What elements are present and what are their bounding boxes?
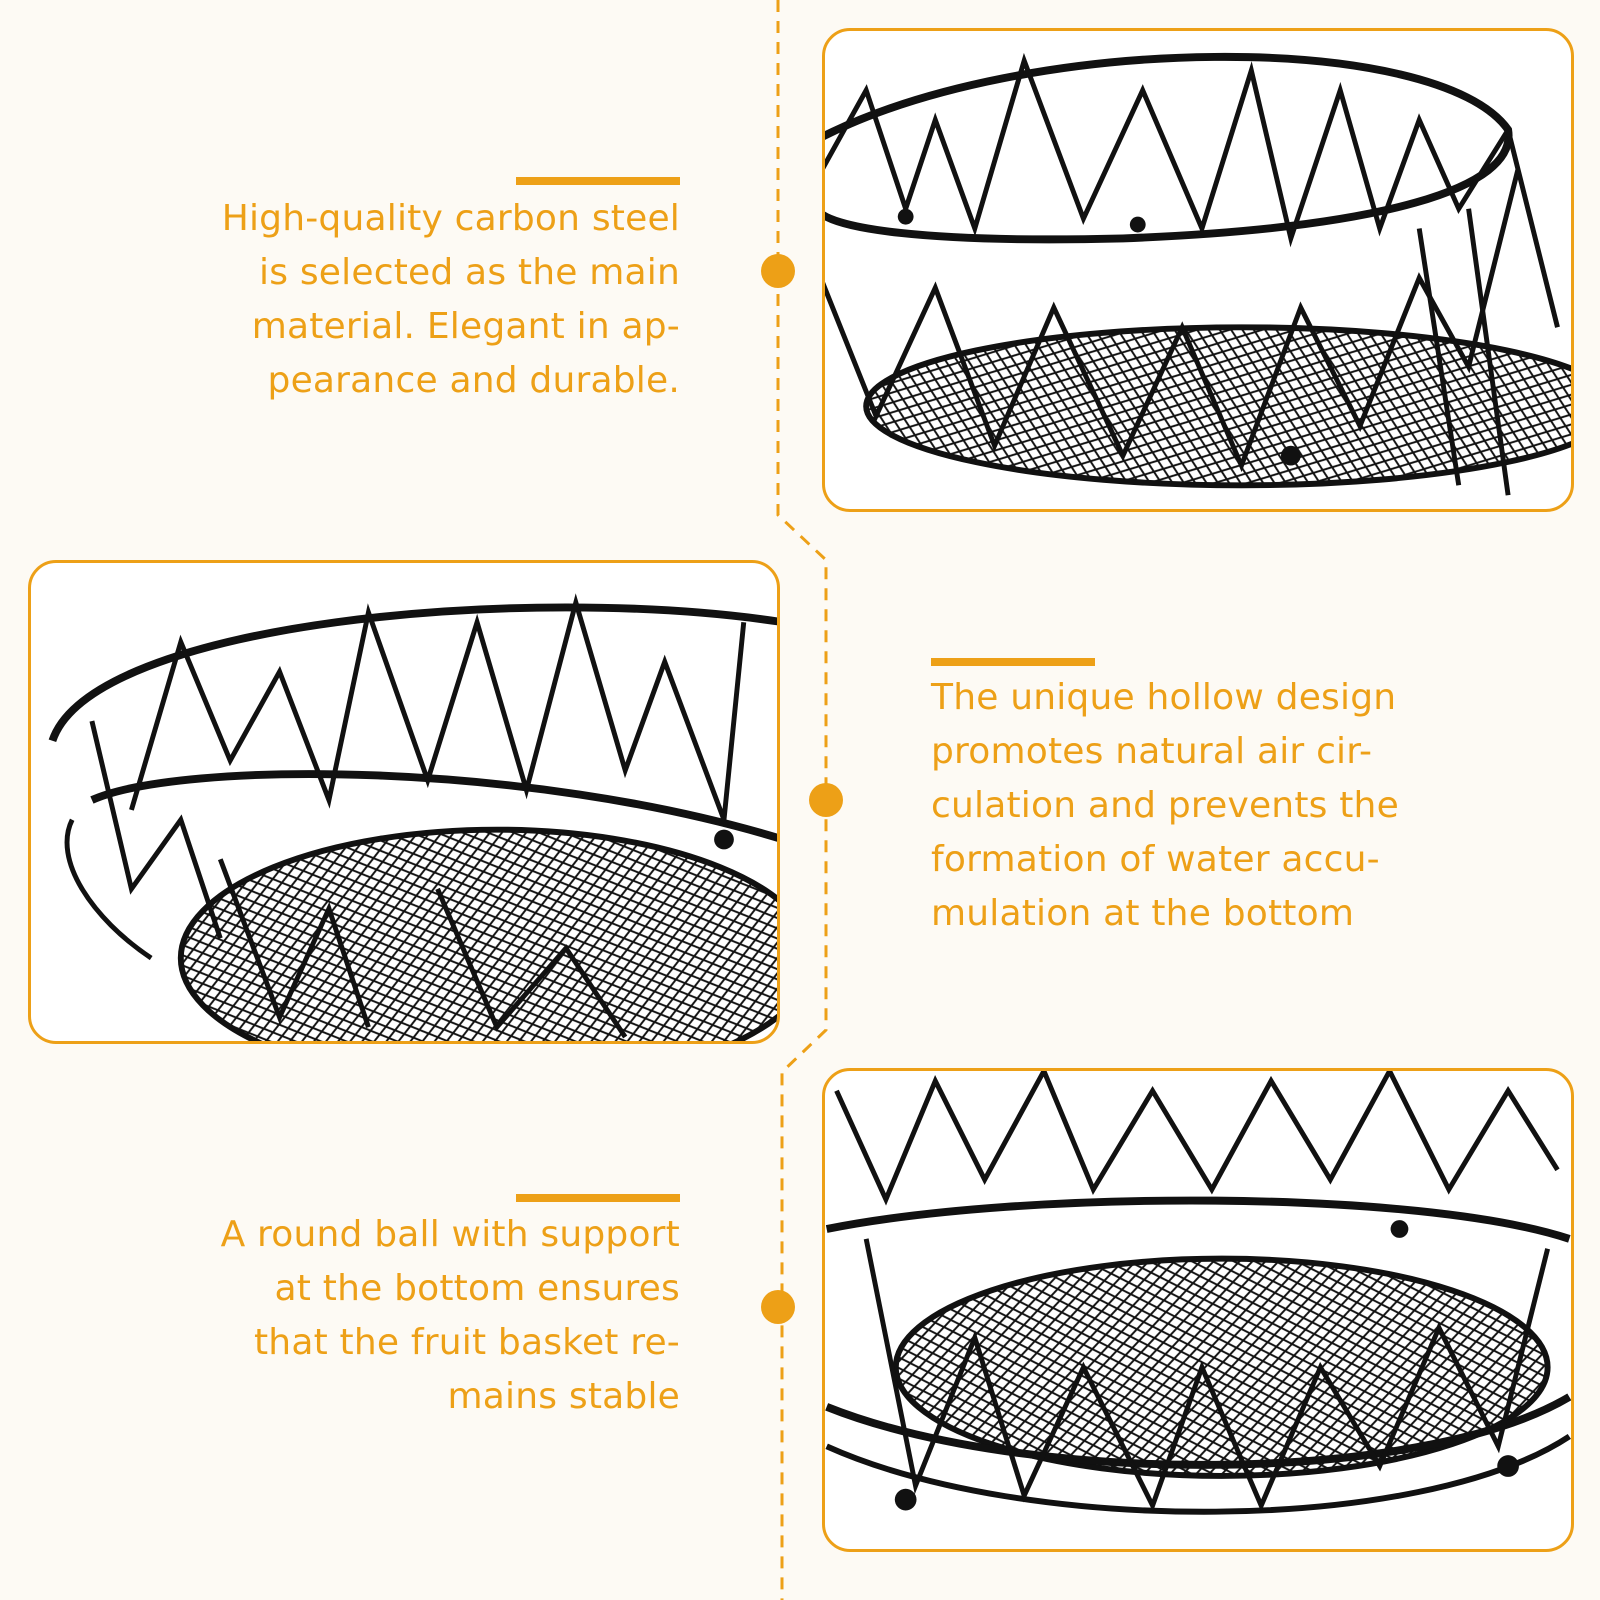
feature-2-line-5: mulation at the bottom xyxy=(931,893,1355,934)
accent-bar-3 xyxy=(516,1194,680,1202)
feature-1-line-4: pearance and durable. xyxy=(267,360,680,401)
accent-bar-1 xyxy=(516,177,680,185)
feature-description-3: A round ball with support at the bottom … xyxy=(221,1208,680,1424)
circle-dot-icon xyxy=(761,1290,795,1324)
accent-bar-2 xyxy=(931,658,1095,666)
feature-description-2: The unique hollow design promotes natura… xyxy=(931,671,1399,941)
feature-1-line-1: High-quality carbon steel xyxy=(221,198,680,239)
feature-3-line-1: A round ball with support xyxy=(220,1214,680,1255)
circle-dot-icon xyxy=(809,783,843,817)
wire-basket-photo-3 xyxy=(825,1071,1571,1515)
feature-2-line-2: promotes natural air cir- xyxy=(931,731,1373,772)
feature-3-line-4: mains stable xyxy=(447,1376,680,1417)
circle-dot-icon xyxy=(761,254,795,288)
feature-1-line-2: is selected as the main xyxy=(259,252,680,293)
basket-wavy-wire-side-image xyxy=(28,560,780,1044)
feature-2-line-3: culation and prevents the xyxy=(931,785,1399,826)
wire-basket-photo-1 xyxy=(825,52,1571,496)
feature-2-line-1: The unique hollow design xyxy=(931,677,1397,718)
feature-2-line-4: formation of water accu- xyxy=(931,839,1380,880)
feature-description-1: High-quality carbon steel is selected as… xyxy=(222,192,680,408)
basket-ball-feet-base-image xyxy=(822,1068,1574,1552)
wire-basket-photo-2 xyxy=(48,593,777,1041)
basket-rim-mesh-closeup-image xyxy=(822,28,1574,512)
feature-1-line-3: material. Elegant in ap- xyxy=(251,306,680,347)
feature-3-line-2: at the bottom ensures xyxy=(274,1268,680,1309)
feature-3-line-3: that the fruit basket re- xyxy=(253,1322,680,1363)
